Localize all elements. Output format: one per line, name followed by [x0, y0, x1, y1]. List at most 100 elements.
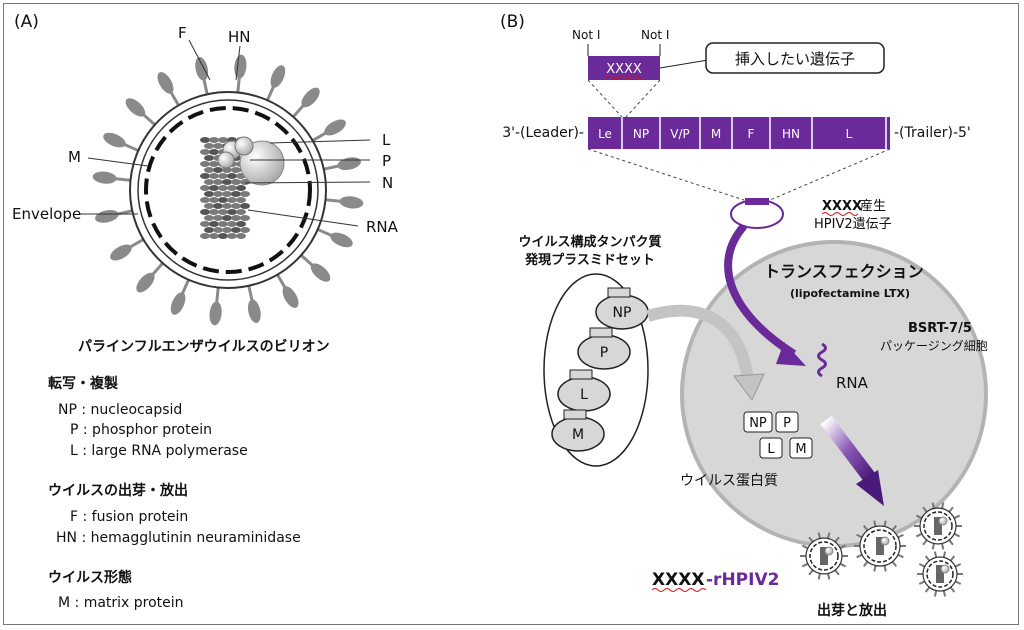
virion-illustration	[92, 54, 364, 326]
spike-stalk	[276, 273, 287, 290]
label-l: L	[382, 131, 391, 149]
released-spike	[933, 551, 938, 558]
nucleoprotein	[231, 191, 241, 197]
spike-head	[270, 65, 286, 88]
released-spike	[948, 506, 954, 513]
spike-head	[170, 292, 186, 315]
protein-box-p	[775, 411, 799, 433]
spike-stalk	[247, 285, 254, 302]
nucleoprotein	[200, 185, 210, 191]
released-nucleocapsid	[936, 565, 944, 583]
released-matrix	[863, 529, 897, 563]
released-polymerase	[940, 564, 950, 574]
section-heading-replication: 転写・複製	[48, 375, 118, 392]
panel-a-label: (A)	[14, 12, 39, 32]
spike-head	[310, 263, 331, 282]
production-line2: HPIV2遺伝子	[814, 217, 892, 232]
released-spike	[827, 573, 831, 580]
transfection-arrow	[724, 223, 797, 358]
nucleoprotein	[236, 209, 246, 215]
nucleoprotein	[200, 149, 210, 155]
nucleoprotein	[209, 137, 219, 143]
released-spike	[801, 562, 809, 568]
nucleoprotein	[222, 167, 232, 173]
released-spike	[883, 565, 887, 572]
nucleoprotein	[222, 203, 232, 209]
spike-head	[330, 232, 353, 248]
released-matrix	[923, 511, 953, 541]
label-p: P	[382, 152, 391, 170]
insert-gene-box	[588, 56, 660, 80]
nucleoprotein	[213, 167, 223, 173]
spike-stalk	[169, 90, 180, 107]
budding-arrowhead	[856, 470, 884, 506]
released-spike	[873, 520, 877, 527]
released-spike	[817, 573, 821, 580]
nucleoprotein	[204, 227, 214, 233]
released-spike	[922, 539, 928, 546]
spike-stalk	[325, 198, 342, 203]
spike-head	[95, 209, 119, 223]
released-spike	[953, 532, 961, 538]
spike-head	[339, 196, 364, 209]
released-matrix	[809, 541, 839, 571]
protein-label-l: L	[767, 442, 775, 457]
released-virion	[914, 502, 962, 550]
spike-stalk	[141, 113, 156, 126]
nucleoprotein	[209, 221, 219, 227]
spike-head	[301, 87, 320, 108]
nucleoprotein	[236, 197, 246, 203]
legend-np: NP : nucleocapsid	[58, 402, 182, 418]
callout-text: 挿入したい遺伝子	[735, 50, 855, 68]
transfection-arrowhead	[776, 342, 806, 366]
nucleoprotein	[231, 203, 241, 209]
protein-box-l	[759, 437, 783, 459]
spike-head	[324, 119, 346, 136]
plasmid-insert	[589, 327, 613, 338]
legend-p: P : phosphor protein	[70, 422, 212, 438]
insert-connectors	[587, 79, 661, 118]
nucleoprotein	[200, 209, 210, 215]
nucleoprotein	[204, 215, 214, 221]
nucleoprotein	[209, 173, 219, 179]
spike-stalk	[317, 228, 333, 238]
released-spike	[827, 532, 831, 539]
nucleoprotein	[200, 161, 210, 167]
spike-stalk	[114, 177, 131, 182]
insert-gene-label: XXXX	[606, 62, 642, 77]
spike-head	[209, 301, 222, 326]
released-spike	[931, 502, 935, 509]
plasmid-label-m: M	[572, 427, 584, 443]
released-spike	[897, 533, 904, 539]
genome-bar	[588, 117, 890, 149]
nucleoprotein	[209, 149, 219, 155]
spike-stalk	[311, 131, 328, 142]
released-spike	[863, 561, 869, 567]
outer-membrane	[129, 91, 327, 289]
protein-label-m: M	[795, 442, 806, 457]
genome-segment-le: Le	[598, 127, 612, 141]
nucleoprotein	[236, 233, 246, 239]
section-heading-budding: ウイルスの出芽・放出	[48, 482, 188, 499]
label-hn: HN	[228, 28, 251, 46]
nucleoprotein	[204, 167, 214, 173]
virion-caption: パラインフルエンザウイルスのビリオン	[78, 339, 330, 355]
nucleoprotein	[227, 221, 237, 227]
released-spike	[839, 562, 847, 568]
label-rna: RNA	[366, 218, 399, 236]
nucleoprotein	[213, 191, 223, 197]
nucleoprotein	[240, 203, 250, 209]
nucleoprotein	[227, 173, 237, 179]
plasmid-label-p: P	[600, 345, 608, 361]
nucleoprotein	[222, 227, 232, 233]
genome-segment-vp: V/P	[670, 127, 690, 141]
genome-segment-f: F	[748, 127, 755, 141]
released-spike	[918, 563, 926, 568]
released-spike	[817, 532, 821, 539]
nucleoprotein	[227, 185, 237, 191]
plasmid-set-title-2: 発現プラスミドセット	[524, 252, 655, 268]
released-spike	[834, 536, 840, 543]
spike-head	[136, 272, 155, 293]
legend-f: F : fusion protein	[70, 509, 188, 525]
spike-head	[125, 98, 146, 117]
